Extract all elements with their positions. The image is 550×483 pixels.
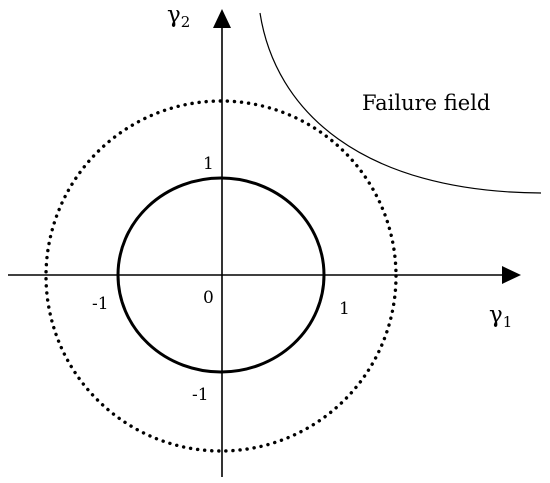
- tick-y-positive: 1: [203, 154, 214, 174]
- y-axis-arrowhead: [213, 9, 231, 28]
- y-axis-label: γ2: [167, 2, 190, 31]
- tick-x-negative: -1: [92, 294, 109, 314]
- tick-y-negative: -1: [192, 385, 209, 405]
- failure-field-label: Failure field: [362, 91, 490, 115]
- x-axis-label: γ1: [489, 302, 512, 331]
- unit-circle: [116, 176, 326, 374]
- tick-x-positive: 1: [339, 299, 350, 319]
- outer-dotted-circle: [44, 99, 398, 453]
- failure-boundary-curve: [259, 12, 542, 194]
- origin-label: 0: [203, 288, 214, 308]
- x-axis-arrowhead: [502, 266, 521, 284]
